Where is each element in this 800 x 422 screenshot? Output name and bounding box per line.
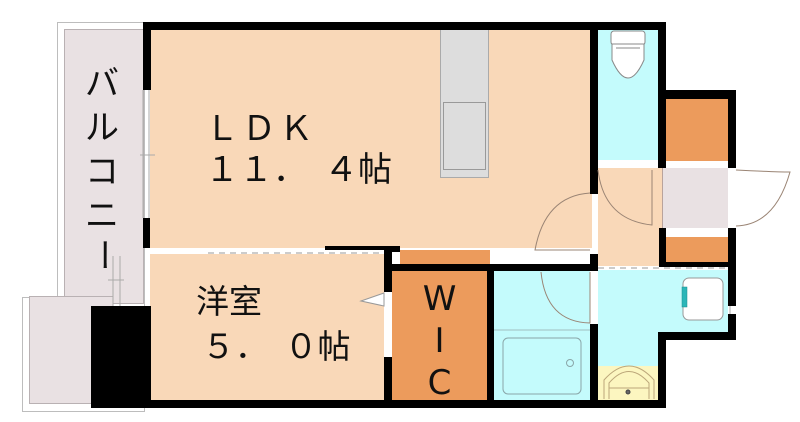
wall-closet-top	[658, 90, 736, 99]
wic-letter: C	[427, 363, 452, 403]
ldk-size: １１． ４帖	[205, 150, 392, 190]
wall-washroom-right-lower	[728, 314, 736, 336]
ldk-name: ＬＤＫ	[205, 109, 316, 149]
wall-bath-right-lower	[590, 324, 598, 404]
toilet-icon	[610, 30, 646, 79]
hallway-door-arc	[597, 169, 653, 226]
entrance-floor	[662, 168, 728, 228]
sink-icon	[443, 102, 486, 170]
wic-letter: W	[422, 279, 457, 319]
balcony-label: バ ル コ ニ ー	[80, 62, 124, 272]
wall-toilet-top	[590, 22, 666, 30]
wic-door-icon	[359, 292, 385, 307]
wic-label: W I C	[392, 278, 487, 404]
door-swings	[534, 169, 791, 324]
bath-door-arc	[540, 271, 591, 324]
wic-letter: I	[434, 321, 445, 361]
wall-washroom-step	[658, 332, 666, 408]
balcony-floor	[64, 29, 144, 304]
shoe-closet-upper	[666, 99, 728, 161]
balcony-char: バ	[85, 64, 119, 104]
ldk-door-arc	[534, 192, 591, 251]
entrance-door-arc	[735, 169, 791, 227]
wall-left-lower	[143, 218, 150, 248]
wall-closet-lower-bottom	[659, 262, 736, 267]
ldk-floor	[150, 30, 592, 248]
washbasin-icon	[603, 365, 655, 399]
wall-closet-right	[728, 90, 736, 168]
western-room-floor	[150, 254, 384, 400]
hallway-floor	[598, 168, 662, 266]
wall-closet-lower-left	[659, 228, 666, 264]
bathtub-icon	[494, 329, 590, 395]
balcony-char: ニ	[85, 196, 119, 236]
wall-lower-block	[91, 306, 151, 408]
western-room-name: 洋室	[196, 282, 262, 321]
wall-bath-right-top	[590, 254, 598, 271]
window-marks	[108, 90, 731, 314]
balcony-floor-lower	[29, 304, 95, 404]
balcony-char: ル	[85, 108, 119, 148]
washing-machine-icon	[681, 277, 724, 321]
wic-floor	[392, 270, 487, 400]
wall-top	[143, 22, 600, 30]
wall-wic-right	[487, 264, 494, 404]
wall-toilet-left	[590, 22, 598, 194]
wall-western-right	[384, 246, 392, 292]
shoe-closet-lower	[666, 237, 728, 264]
wall-left-upper	[143, 22, 151, 90]
balcony-floor-mid	[29, 296, 113, 306]
ldk-storage-strip	[400, 250, 490, 264]
wall-bottom	[91, 400, 666, 408]
wall-entrance-right-lower	[728, 228, 736, 306]
balcony-char: ー	[82, 238, 122, 272]
balcony-char: コ	[85, 152, 119, 192]
western-room-size: ５． ０帖	[202, 327, 351, 366]
bath-floor	[494, 270, 590, 400]
wall-washroom-bottom	[658, 332, 736, 340]
wall-western-right-lower	[384, 357, 392, 407]
wall-ldk-divider	[325, 246, 400, 252]
